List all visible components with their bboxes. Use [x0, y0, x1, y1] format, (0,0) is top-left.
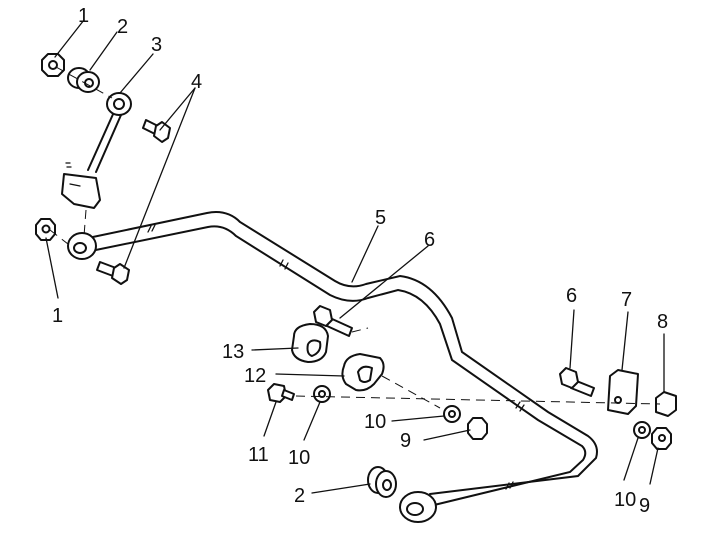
- bolt-part-6-center: [313, 305, 353, 337]
- washer-part-10-right: [633, 421, 651, 439]
- callout-8: 8: [657, 311, 668, 333]
- washer-part-10-left: [313, 385, 331, 403]
- callout-11: 11: [248, 444, 269, 466]
- bushing-part-2-upper: [67, 67, 100, 93]
- nut-part-1-left: [35, 218, 56, 241]
- callout-1-left: 1: [52, 305, 63, 327]
- leader-lines: [45, 19, 665, 494]
- bolt-part-4-upper: [142, 119, 171, 143]
- bushing-part-2-lower: [367, 466, 397, 498]
- washer-part-10-center: [443, 405, 461, 423]
- callout-4: 4: [191, 71, 202, 93]
- callout-5: 5: [375, 207, 386, 229]
- stabilizer-bar: [85, 211, 598, 507]
- callout-3: 3: [151, 34, 162, 56]
- callout-6-right: 6: [566, 285, 577, 307]
- callout-9-center: 9: [400, 430, 411, 452]
- callout-10-right: 10: [614, 489, 636, 511]
- callout-7: 7: [621, 289, 632, 311]
- bar-end-eye-lower: [399, 491, 437, 523]
- nut-part-1-upper: [41, 53, 65, 77]
- callout-12: 12: [244, 365, 266, 387]
- bracket-part-7: [607, 369, 639, 415]
- bushing-part-13: [291, 323, 329, 363]
- nut-part-9-center: [467, 417, 488, 440]
- nut-part-9-right: [651, 427, 672, 450]
- callout-9-right: 9: [639, 495, 650, 517]
- callout-13: 13: [222, 341, 244, 363]
- callout-labels: 1 2 3 4 5 6 1 13 12 11 10 10 9 2 6 7 8 1…: [52, 5, 668, 517]
- callout-2-upper: 2: [117, 16, 128, 38]
- bar-end-eye-left: [67, 232, 97, 260]
- link-rod-part-3: [61, 92, 132, 209]
- callout-1-upper: 1: [78, 5, 89, 27]
- callout-2-lower: 2: [294, 485, 305, 507]
- bolt-part-11: [267, 383, 295, 403]
- bolt-part-4-lower: [96, 261, 130, 285]
- callout-6-center: 6: [424, 229, 435, 251]
- bolt-part-6-right: [559, 367, 595, 397]
- callout-10-left: 10: [288, 447, 310, 469]
- bracket-part-12: [341, 353, 385, 392]
- callout-10-center: 10: [364, 411, 386, 433]
